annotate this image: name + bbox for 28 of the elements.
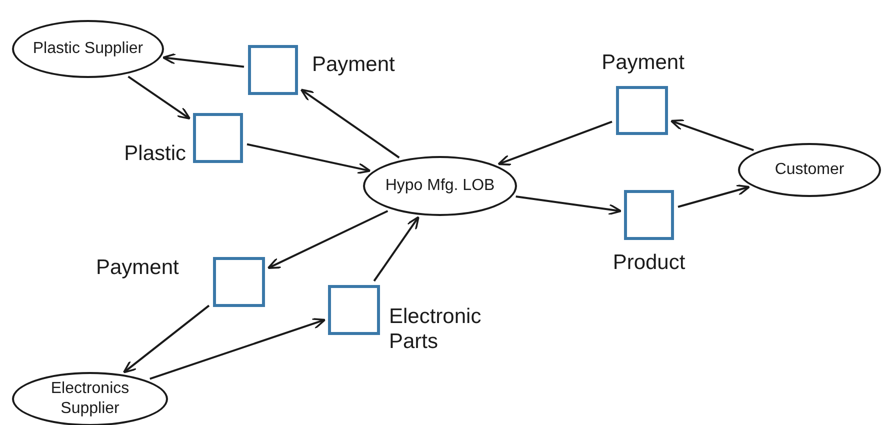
box-caption: Payment: [600, 50, 686, 76]
arrow: [516, 196, 622, 216]
square-box: [248, 45, 298, 95]
box-caption: Electronic Parts: [389, 304, 482, 354]
arrow: [246, 143, 372, 174]
arrow: [373, 216, 420, 282]
square-box: [213, 257, 265, 307]
square-box: [328, 285, 380, 335]
box-caption: Payment: [312, 52, 396, 78]
arrow: [128, 76, 191, 120]
node-label: Plastic Supplier: [32, 39, 144, 59]
box-caption: Plastic: [123, 141, 186, 166]
box-caption: Payment: [96, 255, 180, 280]
node-label: Electronics Supplier: [50, 379, 130, 419]
square-box: [616, 86, 668, 135]
arrow: [300, 88, 400, 158]
arrow: [122, 304, 210, 374]
node-label: Customer: [774, 160, 844, 180]
square-box: [624, 190, 674, 240]
ellipse-node: [738, 143, 881, 197]
arrow: [497, 120, 612, 166]
arrow: [267, 210, 388, 269]
arrow: [678, 184, 750, 208]
node-label: Hypo Mfg. LOB: [385, 176, 495, 196]
arrow: [162, 53, 244, 68]
box-caption: Product: [612, 250, 686, 276]
square-box: [193, 113, 243, 163]
arrow: [670, 119, 754, 152]
